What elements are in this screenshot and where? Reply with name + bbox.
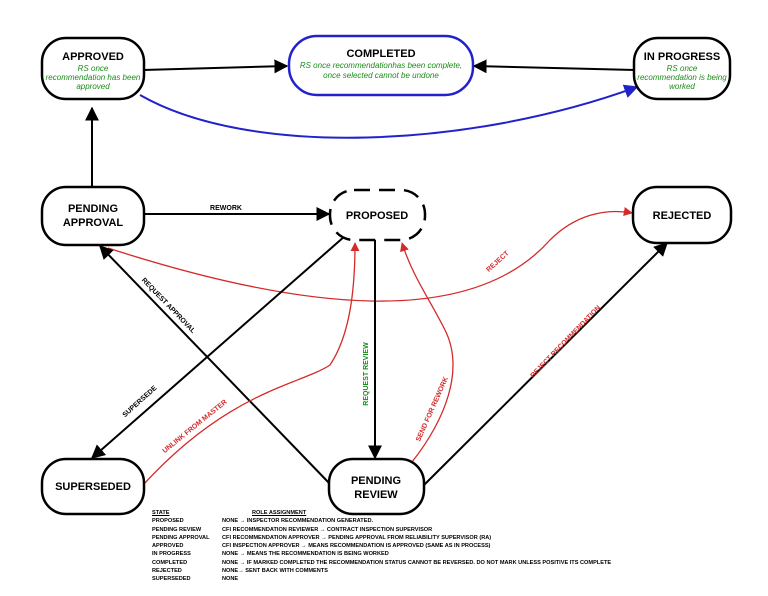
- label-unlink-from-master: UNLINK FROM MASTER: [162, 399, 229, 455]
- edge-unlink-from-master: [142, 242, 360, 486]
- edge-approved-to-completed: [142, 59, 289, 74]
- node-approved-desc-2: recommendation has been: [46, 73, 141, 82]
- label-supersede: SUPERSEDE: [122, 385, 159, 419]
- node-superseded-title: SUPERSEDED: [55, 481, 131, 493]
- label-request-review: REQUEST REVIEW: [363, 342, 370, 406]
- edge-reject-recommendation: [421, 242, 668, 488]
- legend-row: PENDING APPROVAL CFI RECOMMENDATION APPRO…: [152, 534, 611, 542]
- node-superseded: SUPERSEDED: [40, 457, 146, 516]
- edge-supersede: [90, 235, 346, 459]
- label-rework: REWORK: [210, 205, 242, 212]
- legend-role: CFI INSPECTION APPROVER → MEANS RECOMMEN…: [222, 543, 491, 550]
- node-completed: COMPLETED RS once recommendationhas been…: [287, 34, 475, 97]
- legend-row: COMPLETED NONE → IF MARKED COMPLETED THE …: [152, 559, 611, 567]
- edge-request-approval: [99, 244, 331, 485]
- node-pending-approval-title-2: APPROVAL: [63, 217, 124, 229]
- node-completed-title: COMPLETED: [346, 48, 415, 60]
- node-approved-title: APPROVED: [62, 51, 124, 63]
- node-pending-review-title-1: PENDING: [351, 475, 401, 487]
- legend-row: IN PROGRESS NONE → MEANS THE RECOMMENDATI…: [152, 550, 611, 558]
- label-request-approval: REQUEST APPROVAL: [140, 277, 197, 336]
- node-approved-desc-3: approved: [76, 82, 110, 91]
- node-in-progress: IN PROGRESS RS once recommendation is be…: [632, 36, 732, 101]
- node-proposed-title: PROPOSED: [346, 210, 408, 222]
- legend-state: IN PROGRESS: [152, 551, 191, 558]
- legend-role: CFI RECOMMENDATION APPROVER → PENDING AP…: [222, 534, 492, 541]
- legend-state: PENDING REVIEW: [152, 526, 202, 533]
- legend-row: REJECTED NONE→ SENT BACK WITH COMMENTS: [152, 567, 611, 575]
- legend-role: CFI RECOMMENDATION REVIEWER → CONTRACT I…: [222, 526, 433, 533]
- legend-state: PENDING APPROVAL: [152, 534, 210, 541]
- legend-state: COMPLETED: [152, 559, 188, 566]
- label-reject: REJECT: [485, 250, 511, 274]
- node-rejected: REJECTED: [631, 185, 733, 245]
- legend-row: PROPOSED NONE → INSPECTOR RECOMMENDATION …: [152, 517, 611, 525]
- node-rejected-title: REJECTED: [653, 210, 712, 222]
- edge-send-for-rework: [400, 242, 454, 463]
- legend-role: NONE → IF MARKED COMPLETED THE RECOMMEND…: [222, 559, 612, 566]
- legend-state: APPROVED: [152, 543, 184, 550]
- node-completed-desc-1: RS once recommendationhas been complete,: [300, 61, 462, 70]
- node-pending-review: PENDING REVIEW: [327, 457, 426, 516]
- legend-role: NONE → MEANS THE RECOMMENDATION IS BEING…: [222, 551, 389, 558]
- legend-header: STATE ROLE ASSIGNMENT: [152, 509, 611, 517]
- legend-row: SUPERSEDED NONE: [152, 575, 611, 583]
- legend-header-role: ROLE ASSIGNMENT: [252, 510, 307, 516]
- legend-state: PROPOSED: [152, 518, 184, 525]
- node-pending-review-title-2: REVIEW: [354, 489, 398, 501]
- legend-state: SUPERSEDED: [152, 576, 191, 583]
- node-approved-desc-1: RS once: [78, 64, 109, 73]
- node-pending-approval: PENDING APPROVAL: [40, 185, 146, 247]
- node-pending-approval-title-1: PENDING: [68, 203, 118, 215]
- node-completed-desc-2: once selected cannot be undone: [323, 71, 439, 80]
- node-approved: APPROVED RS once recommendation has been…: [40, 36, 146, 101]
- role-assignment-legend: STATE ROLE ASSIGNMENT PROPOSED NONE → INS…: [152, 509, 611, 584]
- edge-reject: [107, 207, 633, 302]
- node-proposed: PROPOSED: [328, 188, 427, 242]
- node-in-progress-desc-2: recommendation is being: [637, 73, 727, 82]
- legend-role: NONE → INSPECTOR RECOMMENDATION GENERATE…: [222, 518, 374, 525]
- node-in-progress-title: IN PROGRESS: [644, 51, 720, 63]
- legend-row: APPROVED CFI INSPECTION APPROVER → MEANS …: [152, 542, 611, 550]
- node-in-progress-desc-3: worked: [669, 82, 695, 91]
- legend-header-state: STATE: [152, 510, 170, 516]
- node-in-progress-desc-1: RS once: [667, 64, 698, 73]
- legend-role: NONE→ SENT BACK WITH COMMENTS: [222, 568, 328, 575]
- legend-role: NONE: [222, 576, 239, 583]
- edge-approved-to-inprogress: [139, 84, 639, 139]
- label-reject-recommendation: REJECT RECOMMENDATION: [530, 304, 603, 379]
- legend-row: PENDING REVIEW CFI RECOMMENDATION REVIEWE…: [152, 526, 611, 534]
- legend-state: REJECTED: [152, 568, 182, 575]
- edge-inprogress-to-completed: [472, 59, 636, 74]
